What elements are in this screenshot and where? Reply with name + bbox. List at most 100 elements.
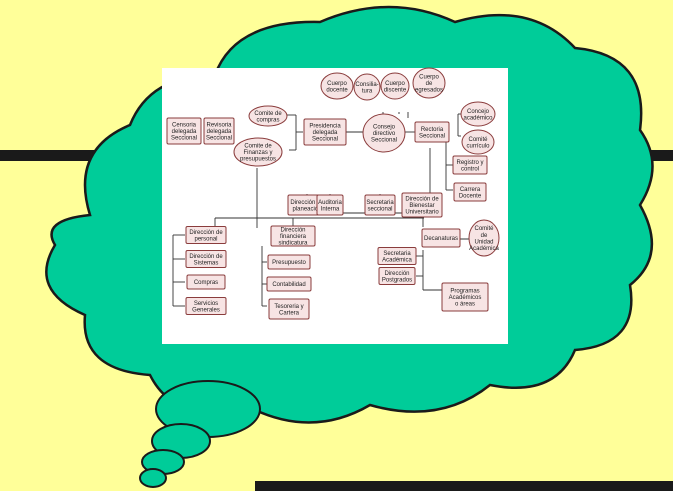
staff-node-text: Secretaria	[366, 200, 394, 206]
carrera-node-text: Carrera	[460, 187, 481, 193]
presidencia-node-shape	[303, 118, 347, 146]
presidencia-node-text: delegada	[313, 130, 338, 136]
comite-finanzas-node-text: Finanzas y	[243, 150, 272, 156]
comite-compras-node-shape	[248, 105, 288, 127]
academic-item-node-text: Programas	[450, 289, 479, 295]
council-member-node-text: Cuerpo	[327, 81, 347, 87]
council-member-node-shape	[353, 73, 381, 101]
left-column-node-shape	[186, 274, 226, 290]
bottom-black-bar	[255, 481, 673, 491]
org-chart-nodes: CuerpodocenteConsilia-turaCuerpodiscente…	[166, 67, 500, 320]
academic-item-node-text: o áreas	[455, 302, 475, 308]
left-column-node-shape	[185, 226, 227, 244]
finance-item-node-text: Tesoreria y	[274, 304, 303, 310]
council-member-node-text: tura	[362, 88, 373, 94]
left-column-node-shape	[185, 297, 227, 315]
finance-item-node-shape	[267, 254, 311, 270]
council-member-node-shape	[412, 67, 446, 99]
comite-curriculo-node-text: currículo	[466, 143, 490, 149]
censoria-node-text: Censoria	[172, 123, 197, 129]
council-member-node-text: docente	[326, 87, 348, 93]
academic-item-node-text: Dirección	[384, 271, 409, 277]
registro-node-text: control	[461, 166, 479, 172]
finance-item-node-shape	[266, 276, 312, 292]
thought-bubble	[139, 468, 167, 488]
presidencia-node-text: Presidencia	[309, 124, 341, 130]
concejo-academico-node-text: académico	[463, 115, 493, 121]
consejo-directivo-node-text: Seccional	[371, 138, 397, 144]
consejo-directivo-node-text: Consejo	[373, 125, 396, 131]
staff-node-text: Dirección de	[290, 200, 324, 206]
decanaturas-node-text: Decanaturas	[424, 236, 458, 242]
concejo-academico-node-shape	[460, 101, 496, 127]
council-member-node-shape	[380, 72, 410, 100]
council-member-node-text: Consilia-	[355, 82, 378, 88]
academic-item-node-text: Postgrados	[382, 277, 412, 283]
academic-item-node-text: Académicos	[449, 295, 482, 301]
comite-curriculo-node-text: Comité	[468, 137, 488, 143]
rectoria-node-text: Seccional	[419, 133, 445, 139]
council-member-node-text: discente	[384, 87, 407, 93]
revisoria-node-text: delegada	[207, 129, 232, 135]
academic-item-node-shape	[378, 267, 416, 285]
left-column-node-shape	[185, 250, 227, 268]
left-column-node-text: personal	[194, 236, 217, 242]
decanaturas-node: Decanaturas	[421, 228, 461, 248]
left-column-node-text: Compras	[194, 280, 218, 286]
comite-unidad-node-text: Académica	[469, 246, 499, 252]
concejo-academico-node-text: Concejo	[467, 109, 490, 115]
finance-item-node-text: Cartera	[279, 310, 300, 316]
consejo-directivo-node-shape	[362, 113, 406, 153]
comite-unidad-node-text: Comité	[474, 226, 494, 232]
financiera-node-text: Dirección	[280, 228, 305, 234]
staff-node-text: Bienestar	[409, 203, 434, 209]
council-member-node-text: Cuerpo	[419, 75, 439, 81]
comite-compras-node-text: Comite de	[254, 111, 282, 117]
staff-node-text: Universitario	[405, 210, 439, 216]
left-column-node-text: Servicios	[194, 301, 218, 307]
comite-compras-node-text: compras	[256, 117, 279, 123]
staff-node-text: Auditoria	[318, 200, 342, 206]
academic-item-node-text: Secretaria	[383, 251, 411, 257]
finance-item-node-shape	[268, 298, 310, 320]
council-member-node: Consilia-tura	[353, 73, 381, 101]
comite-unidad-node-text: Unidad	[474, 239, 493, 245]
carrera-node-shape	[453, 182, 487, 202]
council-member-node-text: egresados	[415, 88, 443, 94]
staff-node-shape	[401, 192, 443, 218]
financiera-node-text: financiera	[280, 234, 307, 240]
carrera-node-text: Docente	[459, 193, 482, 199]
finance-item-node: Presupuesto	[267, 254, 311, 270]
staff-node-text: Interna	[321, 206, 340, 212]
finance-item-node-text: Contabilidad	[272, 282, 305, 288]
staff-node-text: Dirección de	[405, 197, 439, 203]
decanaturas-node-shape	[421, 228, 461, 248]
left-column-node-text: Generales	[192, 307, 220, 313]
finance-item-node-text: Presupuesto	[272, 260, 306, 266]
registro-node-text: Registro y	[456, 160, 483, 166]
comite-unidad-node-shape	[468, 219, 500, 257]
revisoria-node-shape	[203, 117, 235, 145]
comite-unidad-node-text: de	[481, 233, 488, 239]
consejo-directivo-node-text: directivo	[373, 131, 396, 137]
staff-node-text: seccional	[367, 206, 392, 212]
comite-curriculo-node-shape	[461, 129, 495, 155]
